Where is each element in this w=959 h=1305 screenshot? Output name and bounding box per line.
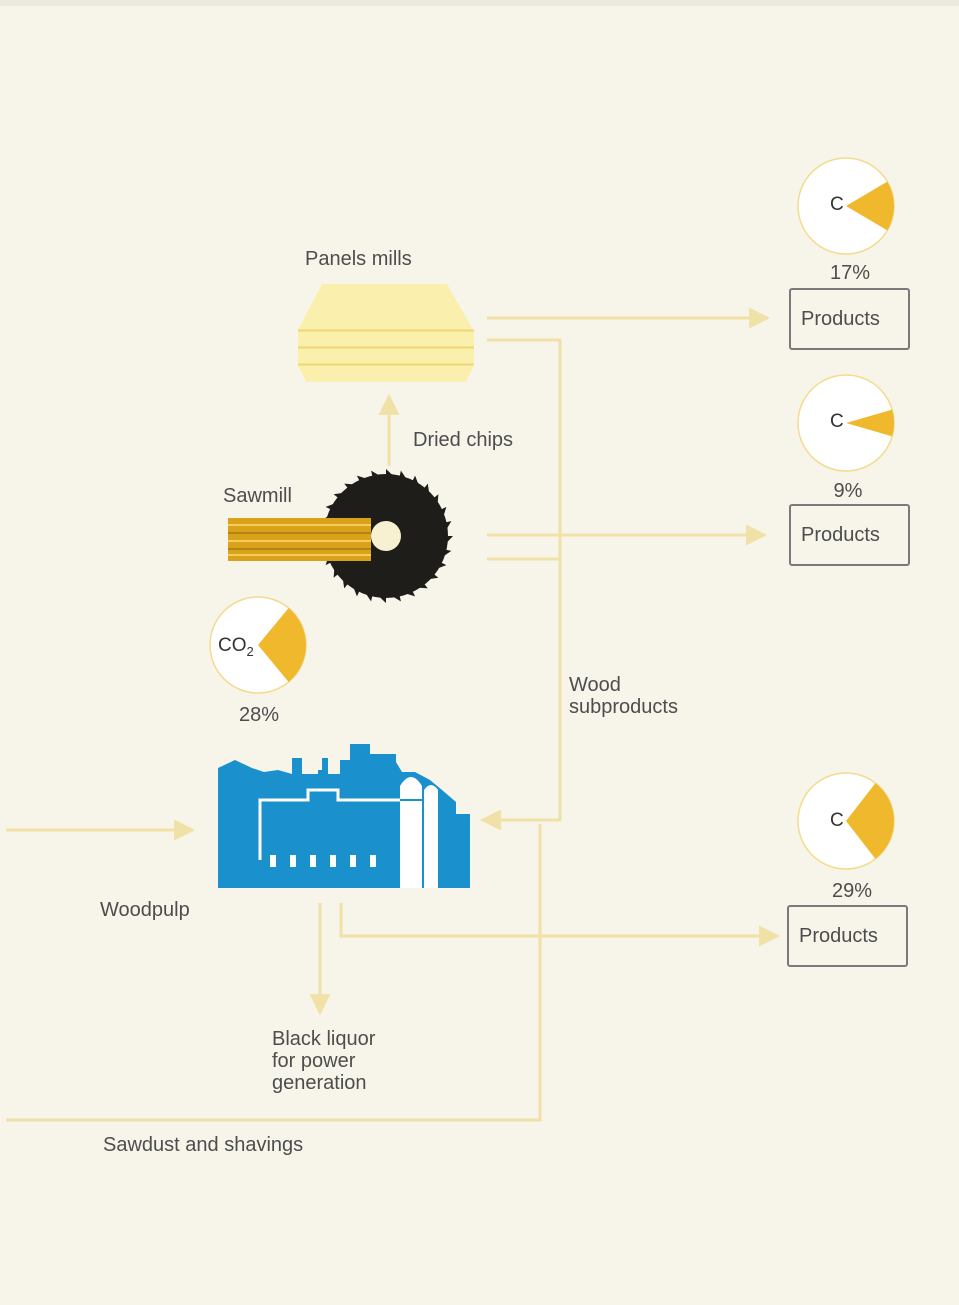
pie-4-letter: C [830, 810, 844, 831]
saw-tooth [344, 483, 356, 490]
saw-tooth [333, 566, 340, 578]
pulp-factory-icon [218, 744, 470, 888]
pie-4-percent: 29% [831, 880, 873, 902]
sawmill-label: Sawmill [223, 485, 292, 507]
saw-tooth [427, 573, 439, 580]
wood-subproducts-label: Wood subproducts [569, 674, 678, 718]
panels-mills-label: Panels mills [305, 248, 412, 270]
pie-4 [797, 772, 895, 870]
saw-tooth [364, 592, 373, 602]
saw-tooth [325, 502, 336, 510]
saw-tooth [377, 595, 386, 603]
pie-1-percent: 17% [829, 262, 871, 284]
sawmill-icon [228, 469, 453, 603]
pie-2-letter: C [830, 411, 844, 432]
saw-tooth [399, 470, 408, 480]
pie-2-percent: 9% [833, 480, 863, 502]
pie-1-letter: C [830, 194, 844, 215]
pie-4-slice [846, 783, 894, 859]
pie-charts [209, 157, 895, 870]
panels-mill-icon [298, 284, 474, 382]
saw-tooth [432, 494, 439, 506]
saw-tooth [416, 582, 428, 589]
saw-tooth [333, 492, 345, 499]
saw-tooth [423, 483, 430, 495]
flow-sawdust [6, 824, 542, 1122]
pie-3-letter: CO2 [218, 635, 254, 659]
saw-tooth [436, 562, 447, 570]
saw-tooth [442, 549, 452, 558]
woodpulp-label: Woodpulp [100, 899, 190, 921]
pie-3-percent: 28% [238, 704, 280, 726]
saw-tooth [391, 594, 401, 602]
flow-wood-subproducts [479, 338, 562, 831]
black-liquor-label: Black liquor for power generation [272, 1028, 376, 1094]
saw-tooth [404, 590, 416, 597]
pie-2 [797, 374, 895, 472]
dried-chips-label: Dried chips [413, 429, 514, 451]
flow-factory-to-products [339, 903, 781, 947]
pie-3 [209, 596, 307, 694]
flow-lines [6, 307, 781, 1122]
saw-tooth [371, 470, 381, 478]
saw-tooth [444, 521, 452, 531]
products-box-pulp: Products [787, 905, 908, 967]
saw-tooth [440, 506, 447, 518]
pie-1 [797, 157, 895, 255]
saw-tooth [356, 475, 368, 482]
saw-tooth [445, 536, 453, 545]
pie-1-slice [846, 181, 894, 231]
saw-tooth [412, 475, 420, 486]
pie-3-letter-main: CO [218, 635, 247, 656]
pie-3-letter-subscript: 2 [246, 643, 254, 659]
saw-tooth [342, 577, 349, 589]
sawdust-label: Sawdust and shavings [103, 1134, 304, 1156]
products-box-panels: Products [789, 288, 910, 350]
pie-2-slice [846, 409, 894, 437]
products-box-sawmill: Products [789, 504, 910, 566]
top-band [0, 0, 959, 6]
pie-3-slice [258, 608, 306, 682]
saw-tooth [352, 586, 360, 597]
saw-tooth [386, 469, 395, 477]
